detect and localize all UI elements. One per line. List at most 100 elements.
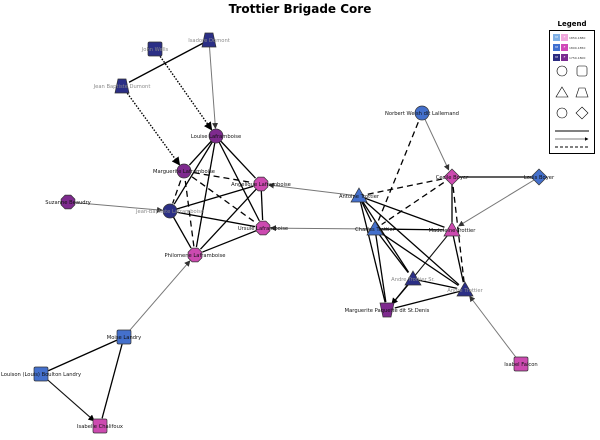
node-cecile[interactable]: Cecile Boyer: [436, 168, 469, 186]
legend-swatch: M: [553, 34, 560, 41]
edge-louise-philomene: [195, 135, 217, 248]
edge-moise-philomene: [123, 260, 191, 338]
diamond-node-shape: [443, 168, 461, 186]
edge-marglaf-ursule: [183, 170, 257, 224]
node-antoine[interactable]: Antoine Trottier: [339, 187, 380, 203]
node-chalifoux[interactable]: Isabelle Chalifoux: [77, 418, 123, 434]
edge-antoine-madeleine: [358, 195, 445, 228]
node-louison[interactable]: Louison (Louis) Boulton Landry: [1, 366, 81, 382]
legend-swatch: M: [553, 54, 560, 61]
legend-swatch: F: [561, 54, 568, 61]
edge-jblaf-angelique: [169, 185, 254, 212]
edge-charles-andre: [374, 228, 459, 287]
node-label: Jean Baptiste Dumont: [93, 84, 151, 90]
circle-node-shape: [162, 203, 178, 219]
edge-andre-paquette: [394, 289, 466, 309]
node-louise[interactable]: Louise Laframboise: [191, 128, 241, 144]
trapezoid-node-shape: [114, 78, 130, 94]
circle-node-shape: [208, 128, 224, 144]
node-paquette[interactable]: Marguerite Paquette dit St.Denis: [345, 302, 430, 318]
edge-cecile-andre: [451, 176, 465, 283]
edge-ursule-philomene: [202, 227, 264, 253]
edge-antoine-paquette: [358, 195, 386, 303]
legend-swatch: F: [561, 34, 568, 41]
edge-antoine-andresr: [358, 195, 410, 273]
node-ursule[interactable]: Ursule Laframboise: [238, 220, 288, 236]
node-label: Andre Trottier: [447, 288, 483, 294]
trapezoid-node-shape: [201, 32, 217, 48]
circle-node-shape: [414, 105, 430, 121]
node-wells[interactable]: John Wells: [141, 41, 169, 57]
square-node-shape: [116, 329, 132, 345]
triangle-node-shape: [404, 270, 422, 286]
edge-marglaf-angelique: [183, 170, 254, 184]
octagon-node-shape: [187, 247, 203, 263]
octagon-node-shape: [60, 194, 76, 210]
edge-wells-louise: [154, 48, 213, 131]
edge-louise-jblaf: [173, 135, 217, 205]
legend-title: Legend: [557, 20, 587, 28]
node-charles[interactable]: Charles Trottier: [355, 220, 396, 236]
octagon-node-shape: [255, 220, 271, 236]
node-label: Marguerite Laframboise: [153, 169, 215, 175]
node-philomene[interactable]: Philomene Laframboise: [165, 247, 226, 263]
node-label: Cecile Boyer: [436, 175, 469, 181]
legend-swatch: M: [553, 44, 560, 51]
octagon-node-shape: [253, 176, 269, 192]
node-louisb[interactable]: Louis Boyer: [524, 168, 555, 186]
edge-cecile-charles: [381, 176, 453, 226]
node-label: Marguerite Paquette dit St.Denis: [345, 308, 430, 314]
node-label: Angelique Laframboise: [231, 182, 291, 188]
node-jbdumont[interactable]: Jean Baptiste Dumont: [93, 78, 151, 94]
node-norbert[interactable]: Norbert Welsh dit Lallemand: [385, 105, 459, 121]
square-node-shape: [33, 366, 49, 382]
diagram-title: Trottier Brigade Core: [228, 2, 372, 16]
node-label: Norbert Welsh dit Lallemand: [385, 111, 459, 117]
node-isadore[interactable]: Isadore Dumont: [188, 32, 230, 48]
node-andresr[interactable]: Andre Trottier Sr.: [391, 270, 435, 286]
trapezoid-node-shape: [379, 302, 395, 318]
edge-cecile-antoine: [366, 176, 453, 196]
node-falcon[interactable]: Isabel Falcon: [504, 356, 538, 372]
node-label: Louison (Louis) Boulton Landry: [1, 372, 81, 378]
node-label: Isadore Dumont: [188, 38, 230, 44]
node-suzanne[interactable]: Suzanne Beaudry: [45, 194, 91, 210]
legend-label: 1750-1800: [569, 55, 586, 60]
triangle-node-shape: [350, 187, 368, 203]
node-jblaf[interactable]: Jean-Baptiste Laframboise: [135, 203, 204, 219]
edge-isadore-louise: [208, 39, 219, 130]
node-label: Philomene Laframboise: [165, 253, 226, 259]
edge-charles-ursule: [269, 225, 376, 232]
triangle-node-shape: [443, 221, 461, 237]
node-label: Antoine Trottier: [339, 194, 380, 200]
edge-suzanne-jblaf: [67, 201, 164, 213]
node-label: Ursule Laframboise: [238, 226, 288, 232]
node-angelique[interactable]: Angelique Laframboise: [231, 176, 291, 192]
legend-shapes: [555, 65, 589, 148]
edge-jbdumont-marglaf: [121, 85, 181, 166]
edge-charles-paquette: [374, 228, 387, 303]
node-moise[interactable]: Moise Landry: [107, 329, 142, 345]
diamond-node-shape: [530, 168, 548, 186]
edge-andresr-andre: [412, 278, 458, 289]
edge-moise-chalifoux: [101, 336, 125, 419]
node-label: Jean-Baptiste Laframboise: [135, 209, 204, 215]
square-node-shape: [513, 356, 529, 372]
edge-jblaf-ursule: [169, 210, 256, 228]
circle-node-shape: [176, 163, 192, 179]
edge-isadore-jbdumont: [128, 39, 210, 83]
square-node-shape: [147, 41, 163, 57]
node-marglaf[interactable]: Marguerite Laframboise: [153, 163, 215, 179]
node-label: Isabelle Chalifoux: [77, 424, 123, 430]
legend-swatch: F: [561, 44, 568, 51]
node-andre[interactable]: Andre Trottier: [447, 281, 484, 297]
node-madeleine[interactable]: Madeleine Trottier: [429, 221, 477, 237]
edge-louise-angelique: [215, 135, 257, 179]
edge-louise-ursule: [215, 135, 260, 222]
node-label: John Wells: [141, 47, 169, 53]
